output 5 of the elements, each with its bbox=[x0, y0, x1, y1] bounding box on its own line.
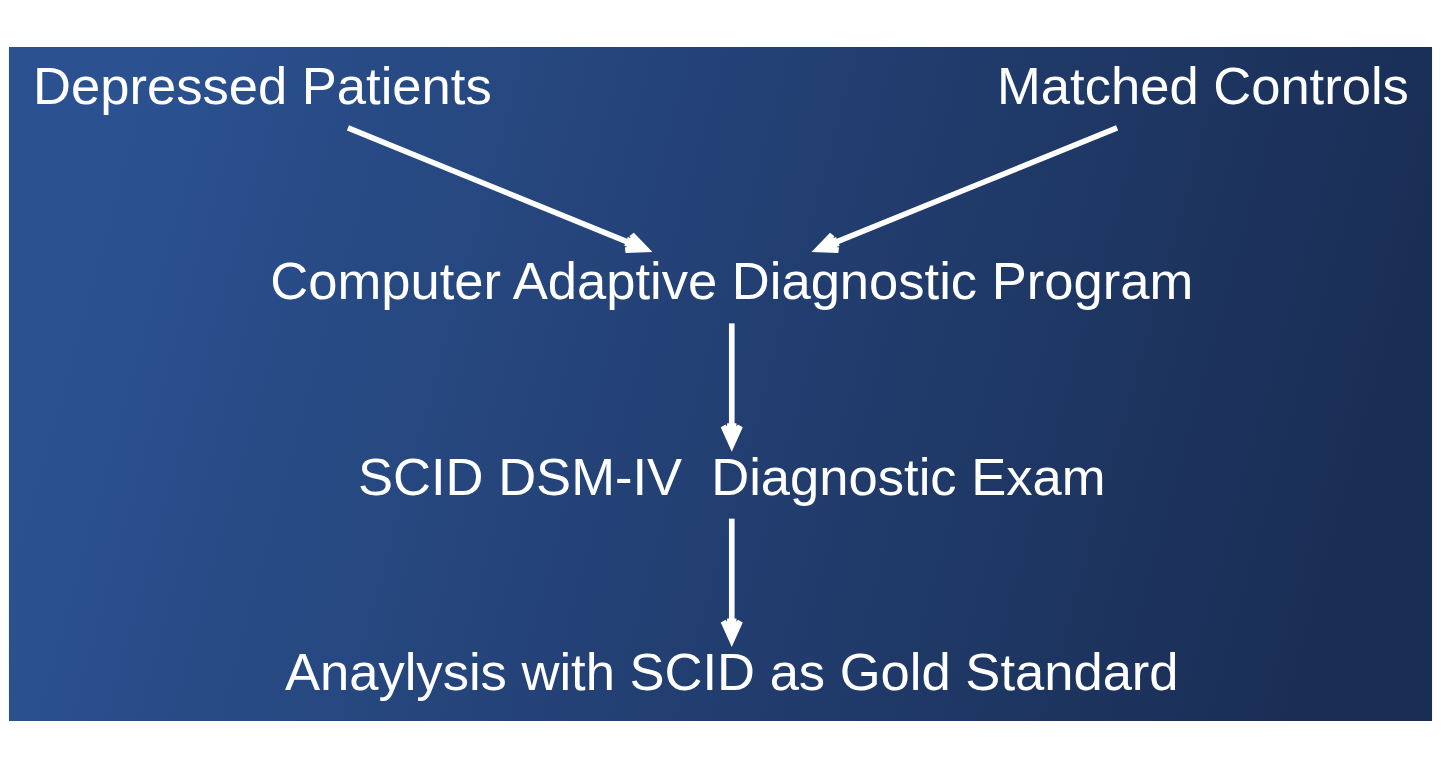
node-text: Matched Controls bbox=[997, 55, 1409, 115]
node-text: Anaylysis with SCID as Gold Standard bbox=[284, 641, 1179, 701]
node-text: Depressed Patients bbox=[33, 55, 492, 115]
node-text: SCID DSM-IV Diagnostic Exam bbox=[358, 446, 1106, 506]
node-text: Computer Adaptive Diagnostic Program bbox=[270, 250, 1194, 310]
